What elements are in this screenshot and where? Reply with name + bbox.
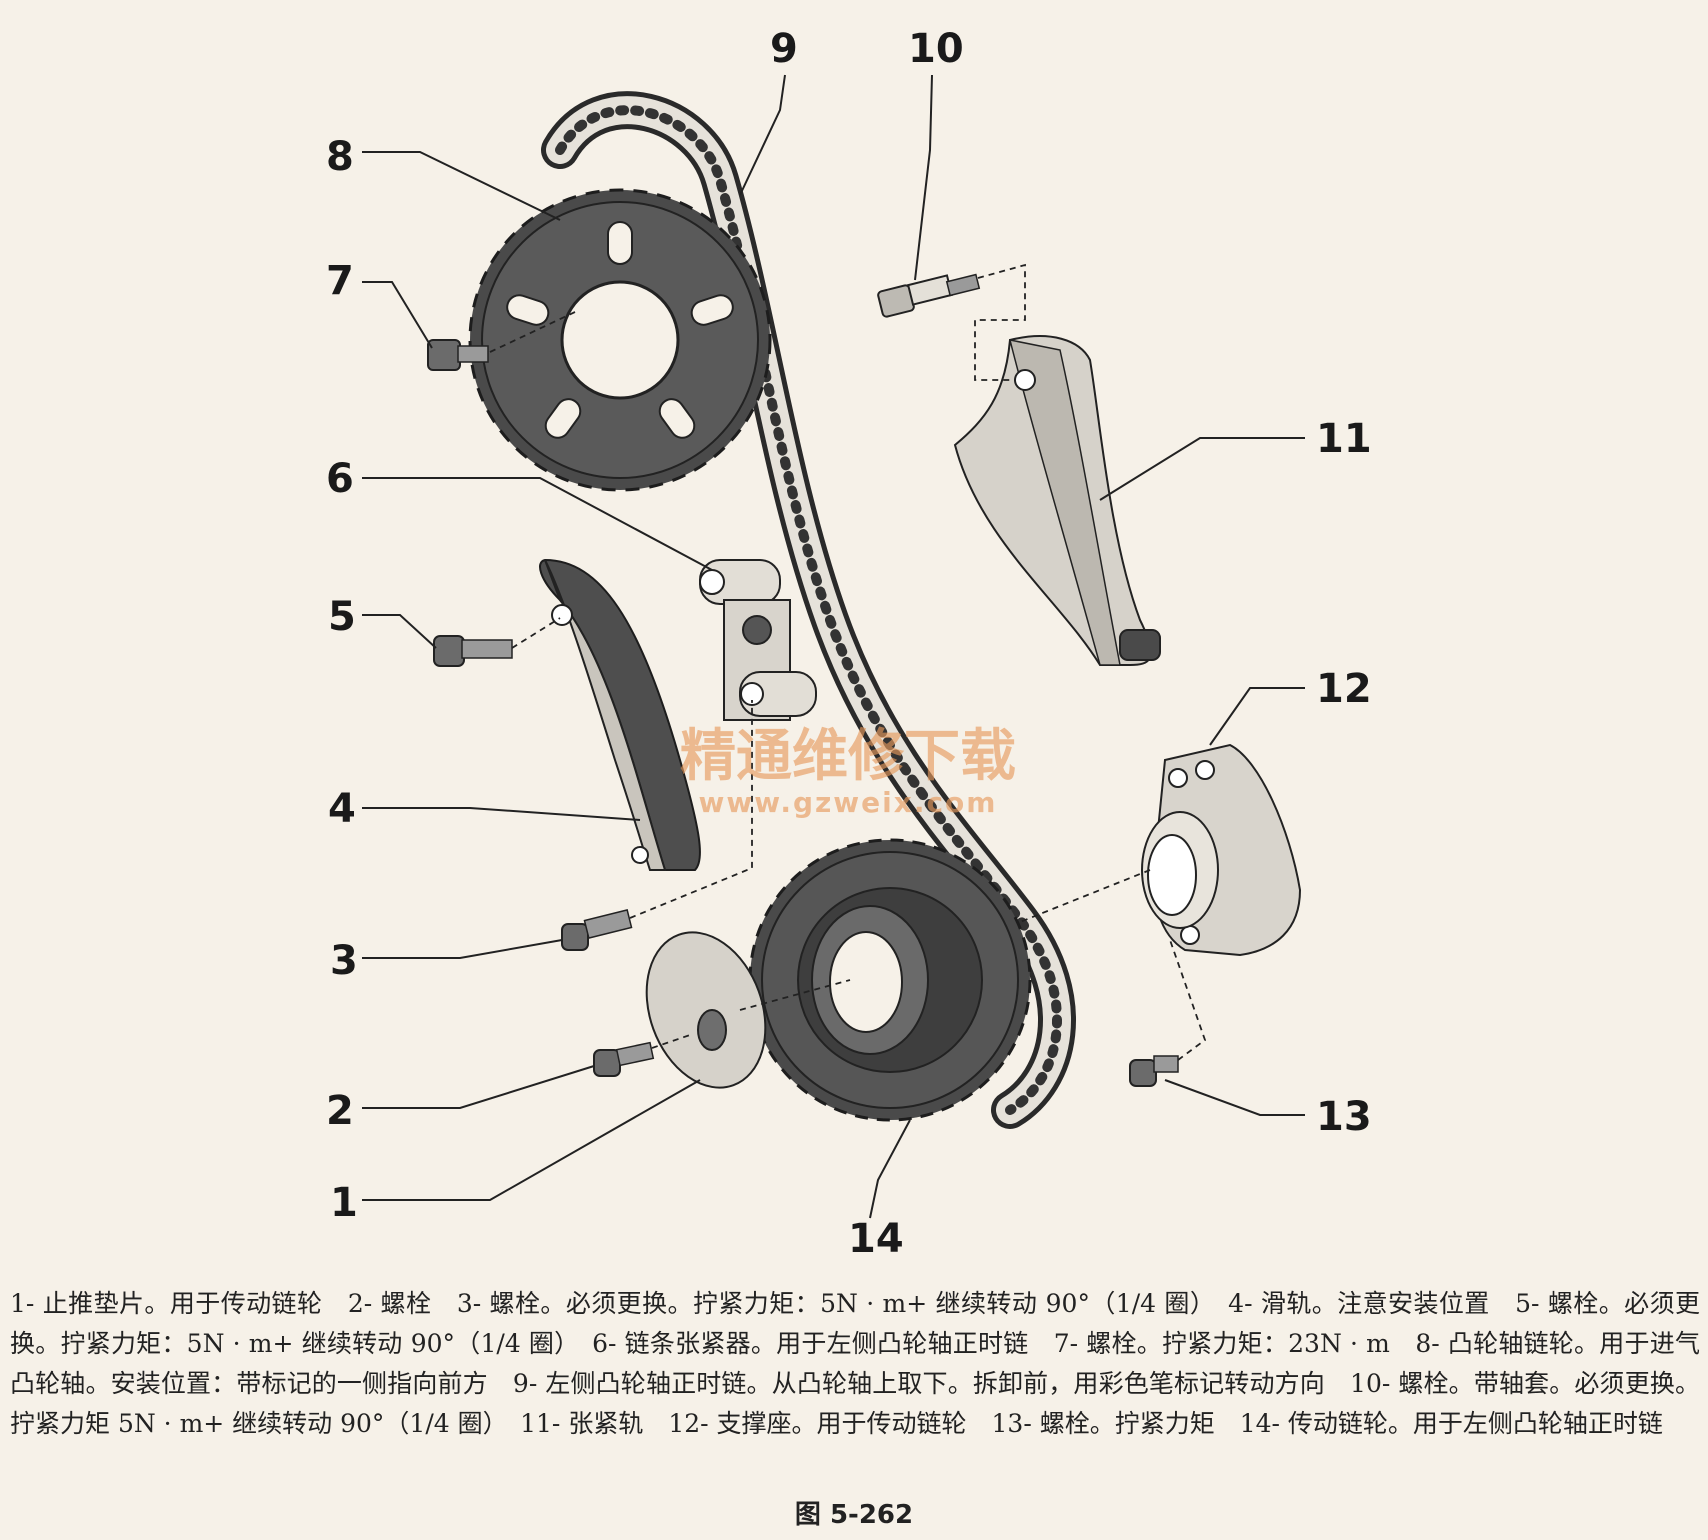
callout-3: 3 — [330, 938, 358, 984]
chain-tensioner — [699, 559, 817, 721]
callout-4: 4 — [328, 786, 356, 832]
watermark-url: www.gzweix.com — [699, 786, 998, 819]
callout-numbers: 1 2 3 4 5 6 7 8 9 10 11 12 13 14 — [326, 26, 1372, 1262]
watermark-title: 精通维修下载 — [680, 724, 1016, 789]
callout-6: 6 — [326, 456, 354, 502]
leader-lines — [362, 74, 1305, 1219]
bolt-10 — [877, 263, 1026, 381]
camshaft-sprocket — [468, 188, 772, 492]
drive-sprocket — [748, 838, 1032, 1122]
axis-line-12-14 — [999, 869, 1151, 931]
timing-chain — [541, 91, 1076, 1129]
callout-14: 14 — [848, 1216, 904, 1262]
bolt-7 — [427, 311, 576, 371]
support-seat — [1141, 743, 1302, 957]
callout-1: 1 — [330, 1180, 358, 1226]
callout-13: 13 — [1316, 1094, 1372, 1140]
callout-8: 8 — [326, 134, 354, 180]
bolt-3 — [561, 700, 753, 951]
thrust-washer — [645, 931, 851, 1089]
callout-2: 2 — [326, 1088, 354, 1134]
figure-title: 图 5-262 — [794, 1500, 914, 1530]
exploded-diagram: 1 2 3 4 5 6 7 8 9 10 11 12 13 14 精通维修下载 … — [326, 26, 1372, 1262]
tensioner-rail — [953, 335, 1161, 666]
callout-5: 5 — [328, 594, 356, 640]
callout-7: 7 — [326, 258, 354, 304]
bolt-13 — [1129, 939, 1207, 1087]
callout-12: 12 — [1316, 666, 1372, 712]
callout-9: 9 — [770, 26, 798, 72]
bolt-5 — [433, 617, 561, 667]
callout-10: 10 — [908, 26, 964, 72]
bolt-2 — [593, 1034, 691, 1077]
figure-caption: 1- 止推垫片。用于传动链轮 2- 螺栓 3- 螺栓。必须更换。拧紧力矩：5N … — [10, 1289, 1700, 1438]
callout-11: 11 — [1316, 416, 1372, 462]
watermark: 精通维修下载 www.gzweix.com — [680, 724, 1016, 819]
slide-rail — [539, 558, 701, 871]
